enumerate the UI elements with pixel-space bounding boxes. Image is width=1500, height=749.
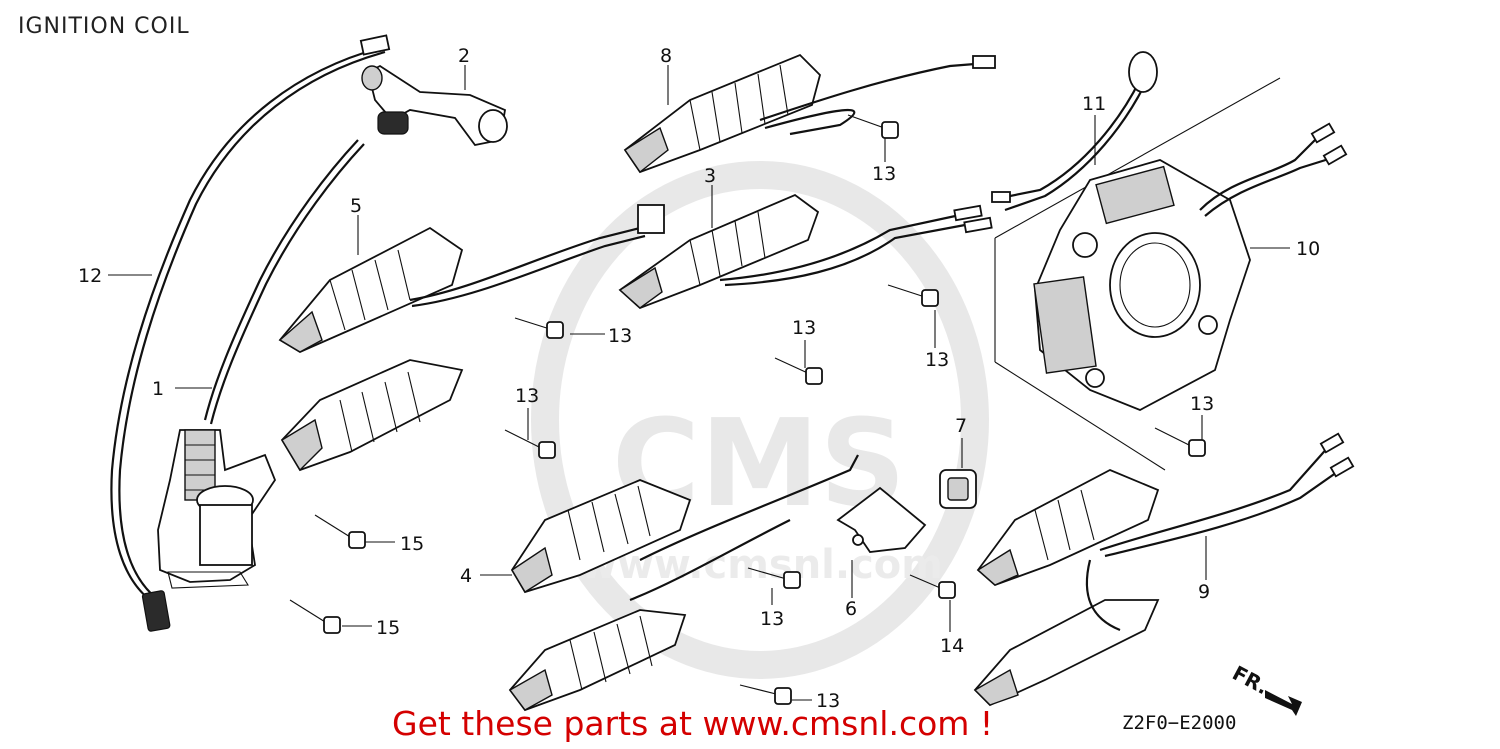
callout-8: 8	[660, 45, 672, 67]
part-8-exciter-coil	[623, 53, 996, 174]
callout-15-a: 15	[400, 533, 424, 555]
page-title: IGNITION COIL	[18, 14, 190, 39]
bolts	[289, 114, 1206, 705]
drawing-code: Z2F0−E2000	[1122, 712, 1237, 734]
callout-13-b: 13	[925, 349, 949, 371]
callout-13-a: 13	[872, 163, 896, 185]
part-6-bracket	[836, 486, 927, 553]
callout-4: 4	[460, 565, 472, 587]
part-11-wire-harness	[991, 51, 1158, 212]
callout-1: 1	[152, 378, 164, 400]
front-arrow-icon	[1265, 690, 1302, 716]
callout-14: 14	[940, 635, 964, 657]
callout-13-d: 13	[792, 317, 816, 339]
part-3-exciter-coil	[618, 193, 993, 310]
promo-link[interactable]: Get these parts at www.cmsnl.com !	[392, 704, 994, 743]
part-2-plug-cap	[361, 64, 508, 146]
callout-13-e: 13	[515, 385, 539, 407]
callout-3: 3	[704, 165, 716, 187]
callout-15-b: 15	[376, 617, 400, 639]
callout-13-h: 13	[816, 690, 840, 712]
callout-5: 5	[350, 195, 362, 217]
callout-13-f: 13	[1190, 393, 1214, 415]
callout-6: 6	[845, 598, 857, 620]
part-7-grommet	[939, 469, 977, 509]
leader-lines	[108, 65, 1290, 701]
callout-13-c: 13	[608, 325, 632, 347]
part-charge-coil-lower	[280, 359, 464, 472]
callout-2: 2	[458, 45, 470, 67]
part-9-lighting-coil	[973, 432, 1355, 707]
callout-11: 11	[1082, 93, 1106, 115]
part-4-pulser-coil	[510, 454, 859, 602]
part-pulser-coil-lower	[508, 609, 687, 712]
part-5-charge-coil	[278, 204, 665, 354]
callout-12: 12	[78, 265, 102, 287]
callout-7: 7	[955, 415, 967, 437]
part-10-stator-base	[994, 77, 1348, 471]
callout-9: 9	[1198, 581, 1210, 603]
callout-13-g: 13	[760, 608, 784, 630]
callout-10: 10	[1296, 238, 1320, 260]
part-12-high-tension-lead	[110, 34, 391, 632]
part-1-ignition-coil	[157, 139, 365, 589]
